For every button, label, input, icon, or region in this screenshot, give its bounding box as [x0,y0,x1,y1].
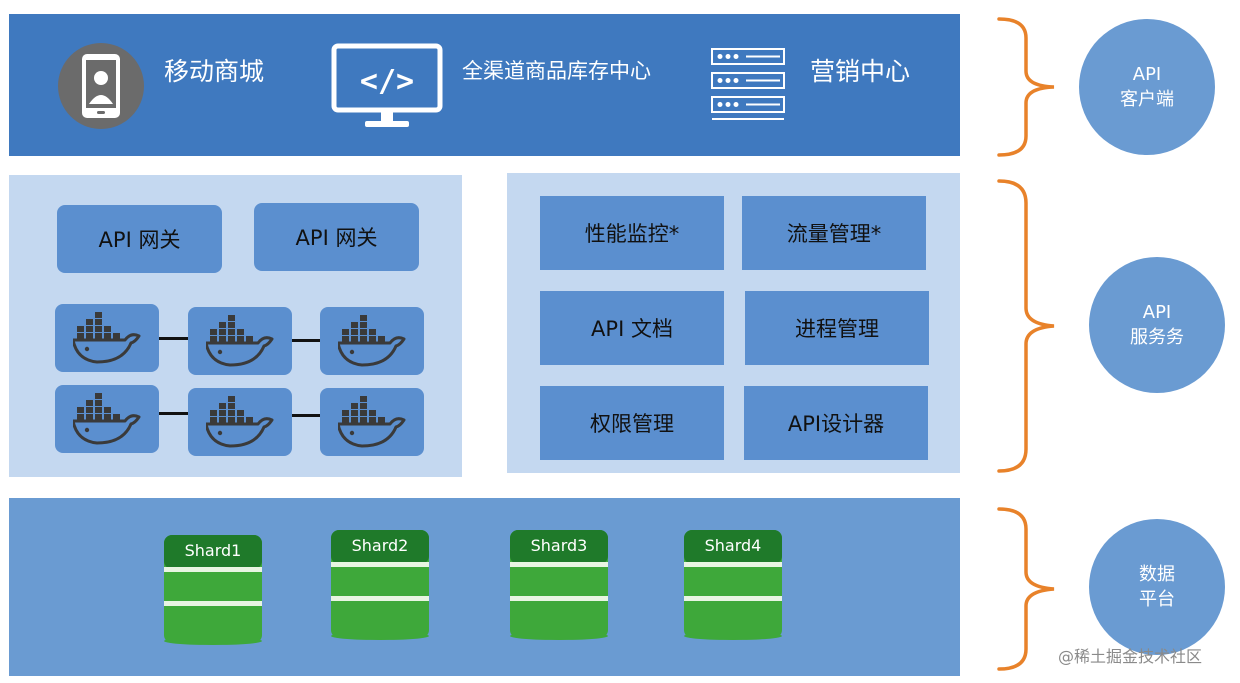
shard-database: Shard3 [510,530,608,640]
server-rack-icon [711,48,785,120]
layer-subtitle: 服务务 [1130,327,1184,348]
container-link [159,412,188,415]
docker-whale-icon [206,396,274,448]
api-client-layer-circle: API 客户端 [1079,19,1215,155]
mobile-user-icon [58,43,144,129]
docker-container [320,307,424,375]
container-link [159,337,188,340]
process-management-tile: 进程管理 [745,291,929,365]
layer-title: API [1142,302,1172,323]
docker-whale-icon [338,315,406,367]
docker-container [55,385,159,453]
layer-title: 数据 [1139,564,1175,585]
docker-container [55,304,159,372]
marketing-center-label: 营销中心 [810,57,911,86]
docker-container [188,388,292,456]
svg-text:</>: </> [360,64,414,99]
client-layer-band [9,14,960,156]
layer-subtitle: 平台 [1139,589,1175,610]
performance-monitor-tile: 性能监控* [540,196,724,270]
watermark-text: @稀土掘金技术社区 [1058,647,1203,666]
data-platform-band [9,498,960,676]
container-link [292,414,320,417]
docker-whale-icon [73,393,141,445]
api-gateway-2: API 网关 [254,203,419,271]
permission-management-tile: 权限管理 [540,386,724,460]
docker-container [320,388,424,456]
shard-database: Shard4 [684,530,782,640]
docker-whale-icon [206,315,274,367]
shard-label: Shard3 [530,535,588,555]
shard-label: Shard1 [184,540,242,560]
api-gateway-1: API 网关 [57,205,222,273]
docker-whale-icon [73,312,141,364]
inventory-center-label: 全渠道商品库存中心 [462,59,651,83]
layer-title: API [1132,64,1162,85]
api-service-layer-circle: API 服务务 [1089,257,1225,393]
docker-whale-icon [338,396,406,448]
code-monitor-icon: </> [331,43,443,127]
layer-bracket [997,17,1055,157]
api-designer-tile: API设计器 [744,386,928,460]
layer-bracket [997,179,1055,473]
layer-bracket [997,507,1055,671]
container-link [292,339,320,342]
mobile-mall-label: 移动商城 [164,57,265,86]
docker-container [188,307,292,375]
shard-database: Shard2 [331,530,429,640]
shard-database: Shard1 [164,535,262,645]
shard-label: Shard2 [351,535,409,555]
shard-label: Shard4 [704,535,762,555]
api-docs-tile: API 文档 [540,291,724,365]
data-platform-layer-circle: 数据 平台 [1089,519,1225,655]
layer-subtitle: 客户端 [1120,89,1174,110]
traffic-management-tile: 流量管理* [742,196,926,270]
